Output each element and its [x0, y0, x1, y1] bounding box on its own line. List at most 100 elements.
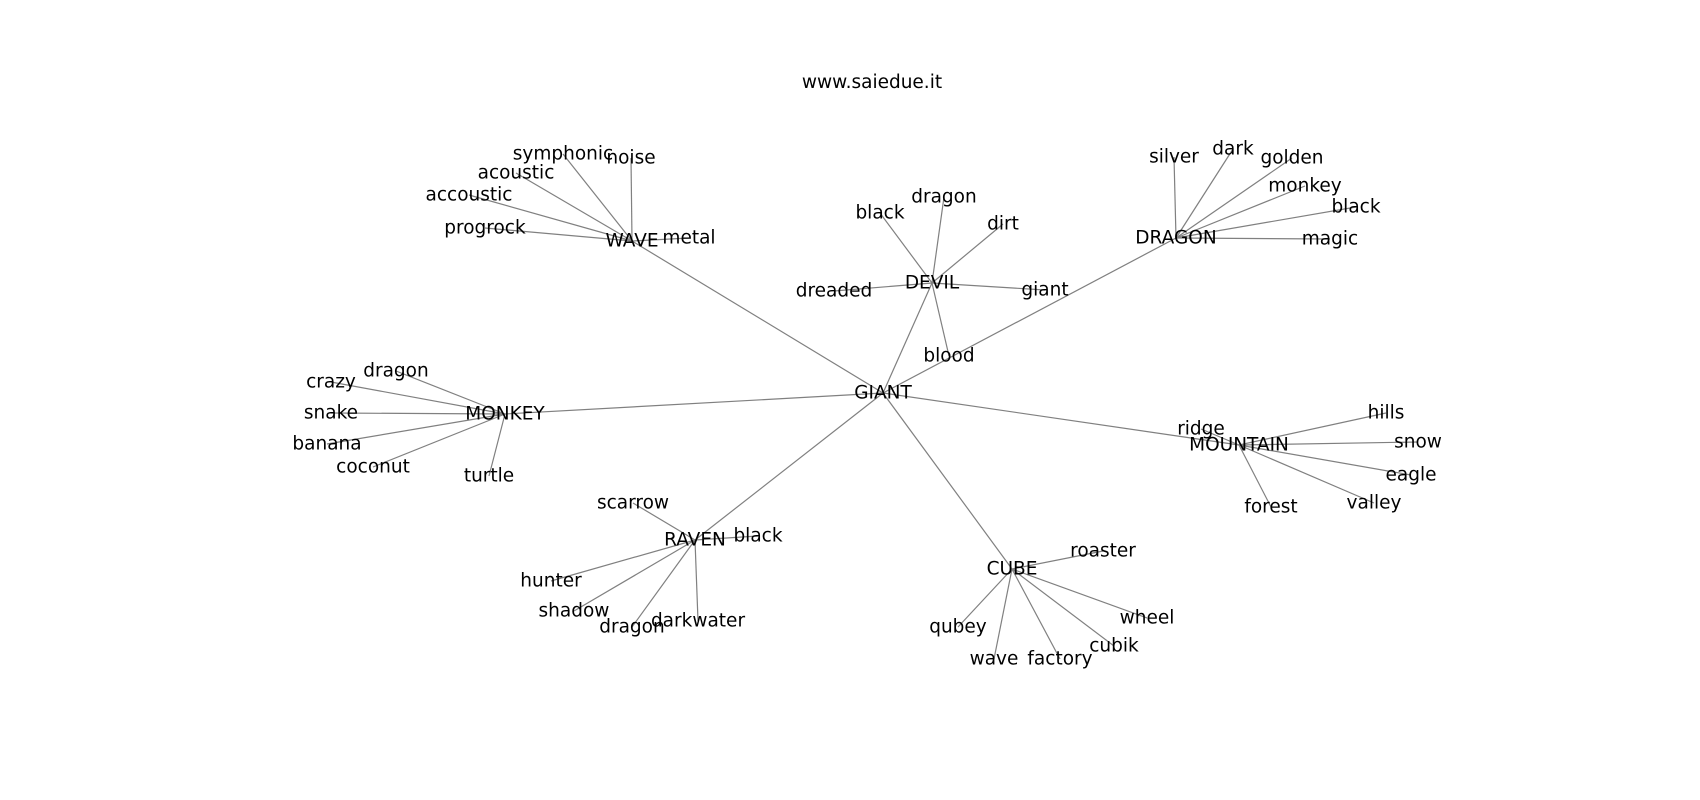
edge-monkey-coconut — [372, 413, 506, 468]
edge-raven-black — [694, 535, 759, 541]
node-dragon-leaf-golden: golden — [1260, 148, 1323, 169]
node-mountain-leaf-eagle: eagle — [1386, 465, 1437, 486]
edge-wave-acoustic — [515, 172, 633, 242]
node-mountain-leaf-ridge: ridge — [1177, 419, 1225, 440]
edge-wave-symphonic — [562, 153, 633, 242]
node-monkey-leaf-turtle: turtle — [464, 466, 514, 487]
node-cube-leaf-wheel: wheel — [1120, 608, 1175, 629]
edge-wave-accoustic — [468, 194, 633, 242]
node-monkey-leaf-crazy: crazy — [306, 372, 356, 393]
node-dragon-leaf-black: black — [1331, 197, 1380, 218]
node-dragon-leaf-magic: magic — [1302, 229, 1358, 250]
edge-raven-darkwater — [694, 539, 699, 622]
edge-raven-hunter — [550, 539, 696, 582]
edge-cube-factory — [1011, 568, 1061, 660]
edge-dragon-golden — [1175, 157, 1293, 239]
edge-cube-wheel — [1011, 568, 1148, 619]
edge-mountain-valley — [1238, 444, 1375, 504]
node-monkey-leaf-snake: snake — [304, 403, 358, 424]
graph-edges — [326, 148, 1419, 660]
node-raven-leaf-shadow: shadow — [539, 601, 610, 622]
edge-dragon-dark — [1175, 148, 1234, 239]
node-cube-leaf-cubik: cubik — [1089, 636, 1139, 657]
node-raven-leaf-scarrow: scarrow — [597, 493, 669, 514]
edge-monkey-banana — [326, 413, 506, 445]
node-hub-dragon: DRAGON — [1135, 228, 1216, 249]
node-wave-leaf-progrock: progrock — [444, 218, 526, 239]
edge-mountain-hills — [1238, 412, 1387, 446]
node-hub-monkey: MONKEY — [465, 404, 545, 425]
edge-giant-wave — [631, 240, 884, 394]
node-monkey-leaf-banana: banana — [292, 434, 361, 455]
edge-dragon-black — [1175, 206, 1357, 239]
edge-wave-noise — [630, 157, 633, 242]
node-wave-leaf-accoustic: accoustic — [426, 185, 513, 206]
edge-mountain-eagle — [1238, 444, 1412, 476]
edge-monkey-turtle — [488, 413, 506, 477]
edge-monkey-crazy — [330, 381, 506, 415]
node-monkey-leaf-coconut: coconut — [336, 457, 410, 478]
node-devil-leaf-blood: blood — [923, 346, 974, 367]
node-monkey-leaf-dragon: dragon — [363, 361, 428, 382]
edge-raven-scarrow — [632, 502, 696, 541]
edge-dragon-magic — [1175, 237, 1331, 240]
edge-devil-dreaded — [833, 282, 933, 292]
node-devil-leaf-dirt: dirt — [987, 214, 1019, 235]
edge-giant-mountain — [882, 392, 1240, 446]
edge-giant-cube — [882, 392, 1013, 570]
node-hub-wave: WAVE — [605, 231, 658, 252]
edge-cube-cubik — [1011, 568, 1115, 647]
node-hub-devil: DEVIL — [905, 273, 960, 294]
node-wave-leaf-metal: metal — [662, 228, 715, 249]
node-mountain-leaf-valley: valley — [1347, 493, 1402, 514]
node-devil-leaf-black: black — [855, 203, 904, 224]
node-wave-leaf-noise: noise — [606, 148, 655, 169]
edge-devil-giant — [931, 282, 1046, 291]
edge-monkey-snake — [330, 412, 506, 415]
node-dragon-leaf-monkey: monkey — [1268, 176, 1342, 197]
edge-mountain-snow — [1238, 441, 1419, 446]
node-mountain-leaf-snow: snow — [1394, 432, 1442, 453]
node-devil-leaf-dragon: dragon — [911, 187, 976, 208]
edge-mountain-ridge — [1200, 428, 1240, 446]
node-mountain-leaf-forest: forest — [1244, 497, 1297, 518]
site-url: www.saiedue.it — [802, 72, 942, 93]
node-hub-raven: RAVEN — [664, 530, 726, 551]
node-cube-leaf-roaster: roaster — [1070, 541, 1136, 562]
node-cube-leaf-factory: factory — [1027, 649, 1092, 670]
edge-cube-wave — [993, 568, 1013, 660]
edge-giant-dragon — [882, 237, 1177, 394]
edge-cube-qubey — [957, 568, 1013, 628]
node-cube-leaf-qubey: qubey — [929, 617, 987, 638]
node-dragon-leaf-silver: silver — [1149, 147, 1199, 168]
edge-devil-blood — [931, 282, 950, 357]
edge-mountain-forest — [1238, 444, 1272, 508]
edge-wave-progrock — [484, 227, 633, 242]
edge-wave-metal — [631, 237, 690, 242]
graph-labels: GIANTWAVEsymphonicnoiseacousticaccoustic… — [292, 139, 1442, 670]
node-raven-leaf-black: black — [733, 526, 782, 547]
edge-devil-dirt — [931, 223, 1004, 284]
edge-dragon-silver — [1173, 156, 1177, 239]
edge-monkey-dragon — [395, 370, 506, 415]
node-hub-mountain: MOUNTAIN — [1189, 435, 1289, 456]
edge-giant-devil — [882, 282, 933, 394]
edge-raven-dragon — [631, 539, 696, 628]
edge-giant-monkey — [504, 392, 884, 415]
node-hub-cube: CUBE — [987, 559, 1038, 580]
node-cube-leaf-wave: wave — [970, 649, 1019, 670]
edge-devil-dragon — [931, 196, 945, 284]
node-raven-leaf-dragon: dragon — [599, 617, 664, 638]
node-wave-leaf-acoustic: acoustic — [478, 163, 555, 184]
edge-devil-black — [879, 212, 933, 284]
edge-giant-raven — [694, 392, 884, 541]
node-mountain-leaf-hills: hills — [1368, 403, 1405, 424]
node-raven-leaf-darkwater: darkwater — [651, 611, 746, 632]
edge-cube-roaster — [1011, 550, 1104, 570]
node-raven-leaf-hunter: hunter — [520, 571, 582, 592]
node-wave-leaf-symphonic: symphonic — [513, 144, 613, 165]
edge-raven-shadow — [573, 539, 696, 612]
node-devil-leaf-dreaded: dreaded — [796, 281, 873, 302]
node-devil-leaf-giant: giant — [1021, 280, 1068, 301]
